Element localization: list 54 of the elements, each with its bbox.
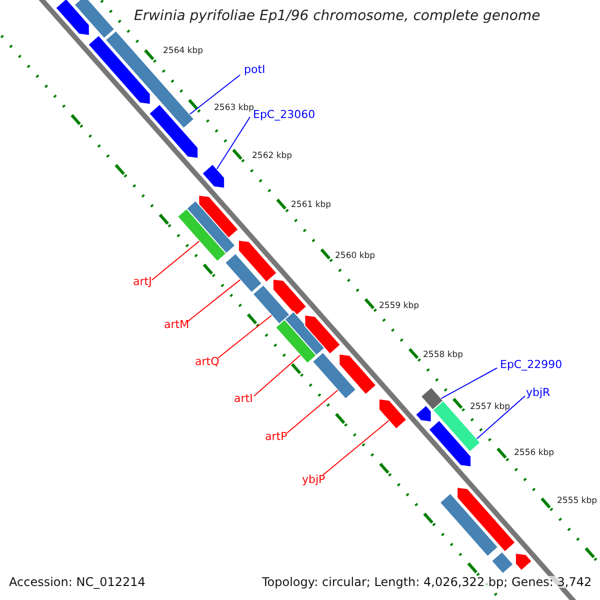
leader-line: [254, 354, 301, 396]
gene-glyph: [378, 398, 408, 430]
gene-label: EpC_22990: [500, 359, 562, 370]
leader-line: [216, 116, 250, 170]
gene-label: potI: [244, 64, 266, 75]
gene-glyph: [428, 420, 472, 468]
scale-label: 2559 kbp: [379, 302, 420, 310]
accession-text: Accession: NC_012214: [9, 576, 146, 588]
gene-glyph: [304, 314, 342, 355]
genome-summary: Topology: circular; Length: 4,026,322 bp; Genes: 3,742: [262, 576, 592, 588]
leader-line: [152, 240, 200, 280]
scale-label: 2560 kbp: [335, 252, 376, 260]
gene-bar: [252, 284, 291, 325]
gene-label: artM: [164, 319, 190, 330]
scale-label: 2558 kbp: [423, 351, 464, 360]
gene-label: artP: [265, 431, 288, 442]
leader-line: [218, 314, 272, 358]
gene-glyph: [456, 486, 516, 553]
gene-bar: [312, 352, 357, 400]
gene-bar: [176, 208, 227, 262]
gene-glyph: [238, 240, 278, 283]
gene-bar: [274, 318, 318, 364]
gene-label: artJ: [133, 276, 152, 287]
gene-glyph: [87, 34, 151, 105]
scale-label: 2555 kbp: [557, 497, 598, 506]
gene-label: EpC_23060: [253, 109, 316, 120]
leader-line: [186, 279, 241, 322]
gene-glyph: [514, 552, 533, 572]
gene-label: ybjR: [526, 387, 550, 398]
gene-glyph: [338, 353, 377, 396]
scale-label: 2556 kbp: [514, 449, 554, 458]
gene-label: artQ: [195, 356, 220, 367]
gene-bar: [74, 0, 116, 40]
gene-glyph: [201, 163, 226, 189]
scale-label: 2563 kbp: [214, 104, 254, 112]
leader-line: [440, 368, 498, 399]
scale-label: 2562 kbp: [252, 152, 292, 160]
scale-label: 2564 kbp: [163, 47, 204, 56]
scale-label: 2561 kbp: [291, 201, 332, 210]
gene-glyph: [272, 278, 308, 317]
gene-label: ybjP: [302, 474, 326, 485]
gene-glyph: [148, 104, 199, 159]
gene-bar: [186, 200, 236, 254]
leader-line: [286, 390, 338, 434]
leader-line: [189, 74, 240, 115]
gene-bar: [439, 492, 499, 558]
gene-bar: [420, 386, 444, 411]
leader-line: [322, 420, 390, 476]
gene-glyph: [54, 0, 90, 36]
leader-line: [476, 396, 526, 440]
gene-bar: [224, 252, 263, 294]
gene-bar: [490, 550, 514, 574]
gene-label: artI: [234, 393, 253, 404]
scale-label: 2557 kbp: [470, 403, 510, 412]
